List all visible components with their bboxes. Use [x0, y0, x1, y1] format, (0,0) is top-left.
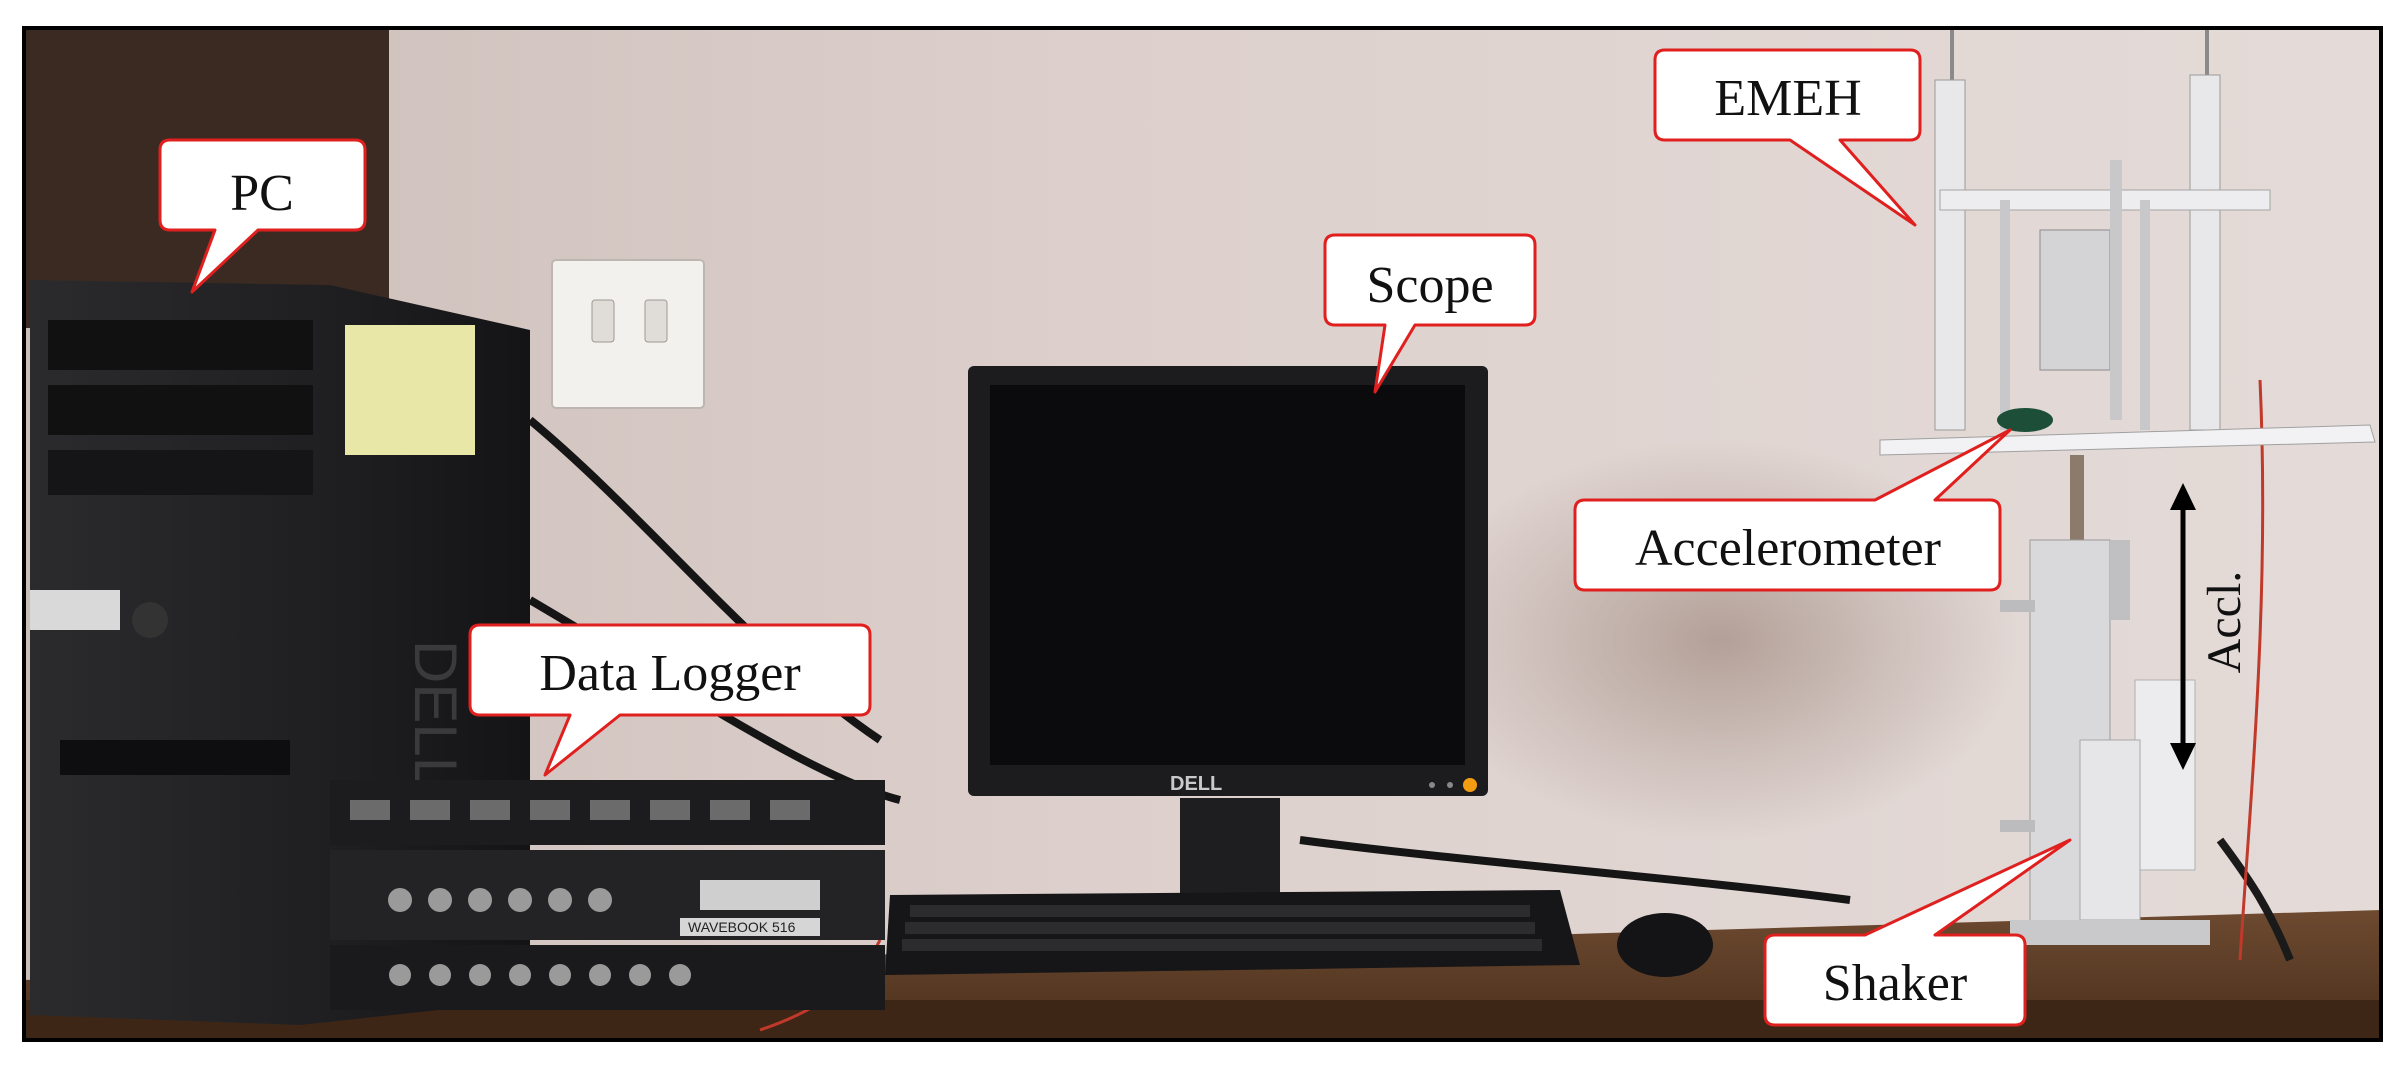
- monitor-brand-text: DELL: [1170, 773, 1222, 795]
- callout-shaker-text: Shaker: [1823, 955, 1967, 1012]
- callout-accelerometer: Accelerometer: [1573, 428, 2012, 592]
- accel-axis-label: Accl.: [2198, 571, 2251, 674]
- logger-model-text: WAVEBOOK 516: [688, 919, 796, 935]
- keyboard: [885, 890, 1580, 975]
- callout-accelerometer-text: Accelerometer: [1635, 520, 1941, 577]
- callout-scope-text: Scope: [1366, 257, 1493, 314]
- callout-pc-text: PC: [230, 165, 294, 222]
- monitor: DELL: [968, 366, 1488, 915]
- figure-frame: [22, 26, 2383, 1042]
- callout-data-logger: Data Logger: [468, 623, 872, 777]
- callout-pc: PC: [158, 138, 367, 294]
- mouse: [1617, 913, 1713, 977]
- callout-scope: Scope: [1323, 233, 1537, 394]
- light-switch: [551, 259, 705, 409]
- acceleration-arrow: Accl.: [2170, 483, 2251, 770]
- callout-shaker: Shaker: [1763, 838, 2072, 1027]
- callout-emeh: EMEH: [1653, 48, 1922, 227]
- callout-emeh-text: EMEH: [1714, 70, 1861, 127]
- data-logger-unit: WAVEBOOK 516: [330, 780, 885, 1010]
- pc-brand-text: DELL: [402, 640, 469, 790]
- callout-data-logger-text: Data Logger: [539, 645, 800, 702]
